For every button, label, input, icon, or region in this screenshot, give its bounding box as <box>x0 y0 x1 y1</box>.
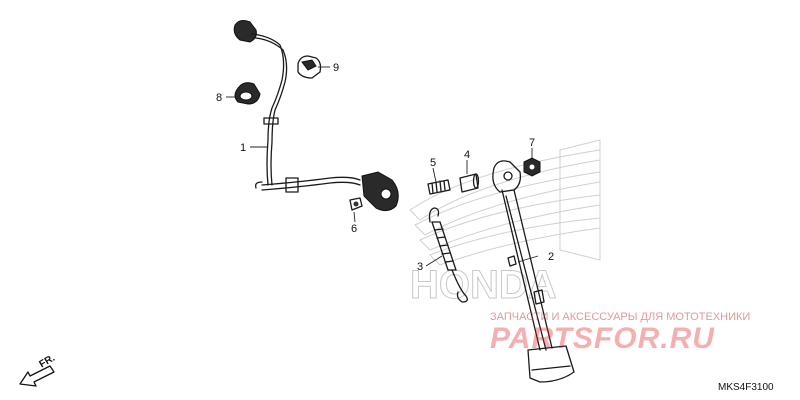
leader-lines <box>226 66 539 267</box>
part-3-spring[interactable] <box>428 207 468 303</box>
part-7-nut[interactable] <box>523 157 541 177</box>
part-1-side-stand-switch[interactable] <box>233 20 399 212</box>
callout-2: 2 <box>548 251 554 263</box>
part-8-grommet[interactable] <box>234 82 261 105</box>
callout-5: 5 <box>430 157 436 169</box>
watermark-tagline: ЗАПЧАСТИ И АКСЕССУАРЫ ДЛЯ МОТОТЕХНИКИ <box>490 311 750 323</box>
part-5-bolt[interactable] <box>427 179 451 195</box>
honda-logo-text: HONDA <box>410 263 557 307</box>
part-6-bolt[interactable] <box>349 197 363 211</box>
part-2-side-stand[interactable] <box>492 160 575 383</box>
callout-9: 9 <box>333 62 339 74</box>
callout-3: 3 <box>417 261 423 273</box>
callout-8: 8 <box>216 92 222 104</box>
callout-7: 7 <box>529 137 535 149</box>
diagram-code: MKS4F3100 <box>718 382 774 393</box>
front-direction-arrow: FR. <box>19 353 58 387</box>
part-9-clamp[interactable] <box>297 55 322 79</box>
callout-4: 4 <box>464 149 470 161</box>
watermark-brand: PARTSFOR.RU <box>490 322 715 355</box>
callout-6: 6 <box>351 223 357 235</box>
front-direction-label: FR. <box>38 353 58 371</box>
callout-1: 1 <box>240 142 246 154</box>
part-4-collar[interactable] <box>459 173 480 193</box>
honda-wing-logo <box>409 139 601 266</box>
